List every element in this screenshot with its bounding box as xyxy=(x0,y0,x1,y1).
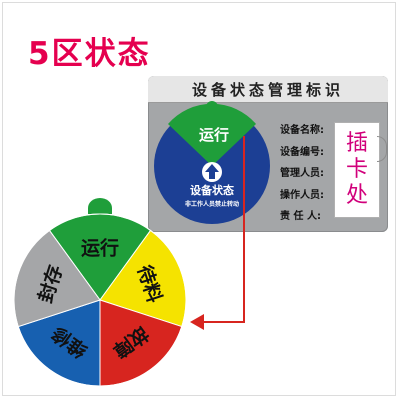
card-disc: 运行 设备状态 非工作人员禁止转动 xyxy=(154,101,270,224)
up-arrow-in-circle-icon xyxy=(202,162,222,182)
card-insert-slot[interactable]: 插 卡 处 xyxy=(334,122,380,218)
field-label-manager: 管理人员: xyxy=(280,168,324,179)
disc-sub-label: 非工作人员禁止转动 xyxy=(185,200,239,208)
disc-main-label: 设备状态 xyxy=(190,183,234,197)
disc-window-green xyxy=(168,103,256,166)
field-label-operator: 操作人员: xyxy=(280,189,324,201)
wheel-segment-label-1: 运行 xyxy=(81,236,119,259)
field-label-responsible: 责 任 人: xyxy=(280,211,321,222)
field-label-name: 设备名称: xyxy=(280,125,324,136)
field-list: 设备名称: 设备编号: 管理人员: 操作人员: 责 任 人: xyxy=(280,120,336,228)
wheel-tab xyxy=(88,198,112,214)
field-label-number: 设备编号: xyxy=(280,146,324,158)
card-header: 设备状态管理标识 xyxy=(148,76,388,103)
wheel-rim xyxy=(13,213,187,387)
image-frame xyxy=(2,2,396,396)
pointer-arrow xyxy=(190,136,245,330)
disc-status-label: 运行 xyxy=(199,126,229,144)
slot-char-2: 卡 xyxy=(345,157,368,182)
slot-char-1: 插 xyxy=(345,131,368,156)
slot-char-3: 处 xyxy=(345,183,368,208)
page-title: 5区状态 xyxy=(28,36,151,72)
